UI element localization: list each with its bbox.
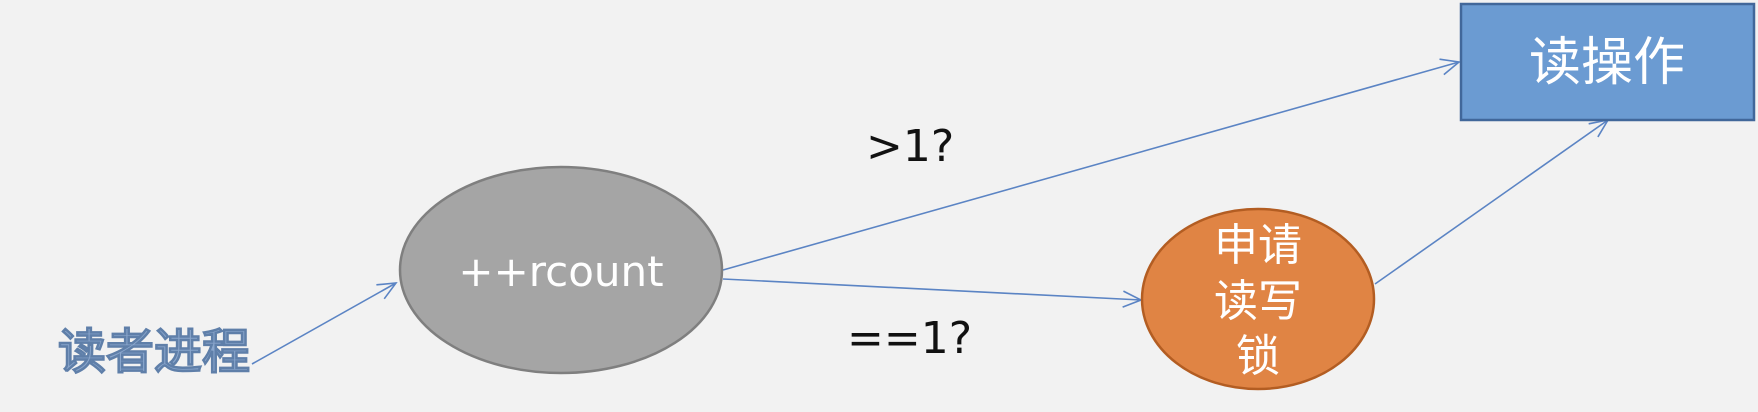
lock-request-label-line2: 读写 [1214, 276, 1302, 327]
lock-request-label-line3: 锁 [1236, 331, 1280, 382]
read-operation-node [1459, 2, 1756, 122]
arrow-reader-to-increment [251, 282, 398, 365]
reader-process-label: 读者进程 [58, 324, 250, 380]
condition-greater-than-one: >1? [866, 121, 954, 172]
increment-node-label: ++rcount [458, 247, 663, 296]
condition-equals-one: ==1? [847, 313, 972, 364]
increment-node [398, 165, 724, 375]
lock-request-label-line1: 申请 [1214, 220, 1302, 271]
arrow-increment-to-lock [722, 278, 1143, 308]
arrow-lock-to-read [1374, 118, 1610, 285]
lock-request-node [1140, 207, 1376, 391]
arrow-increment-to-read [722, 58, 1461, 271]
read-operation-label: 读操作 [1529, 33, 1685, 93]
